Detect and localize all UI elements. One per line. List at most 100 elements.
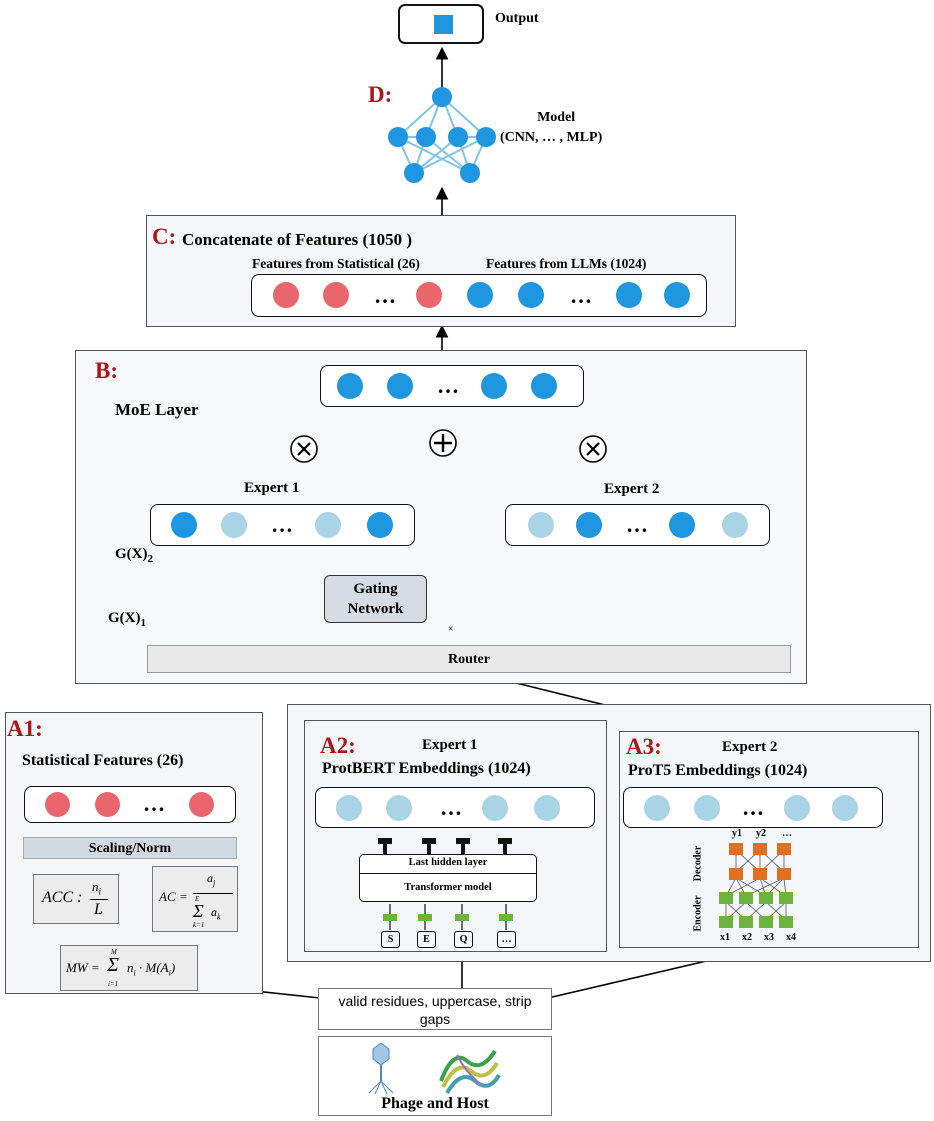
router-gate-multiplier: ×: [448, 624, 454, 635]
x2-label: x2: [742, 932, 752, 943]
feature-dot: [323, 282, 349, 308]
feature-dot: [576, 512, 602, 538]
concatenated-feature-vector: … …: [251, 274, 707, 317]
expert2-vector: …: [505, 504, 770, 546]
feature-dot: [416, 282, 442, 308]
gate-weight-1-text: G(X): [108, 610, 141, 626]
feature-dot: [832, 795, 858, 821]
last-hidden-layer-label: Last hidden layer: [408, 857, 488, 868]
tag-a2: A2:: [320, 733, 356, 758]
concatenate-title: Concatenate of Features (1050 ): [182, 230, 413, 249]
feature-dot: [531, 373, 557, 399]
feature-dot: [664, 282, 690, 308]
scaling-norm-label: Scaling/Norm: [88, 841, 172, 856]
scaling-norm-box: Scaling/Norm: [23, 837, 237, 859]
transformer-model-label: Transformer model: [404, 882, 492, 893]
protbert-embedding-vector: …: [315, 787, 595, 828]
a2-expert-label: Expert 1: [422, 737, 478, 753]
feature-dot: [644, 795, 670, 821]
expert1-vector: …: [150, 504, 415, 546]
feature-dot: [367, 512, 393, 538]
feature-dot: [482, 795, 508, 821]
tag-b: B:: [95, 358, 118, 383]
statistical-features-title: Statistical Features (26): [22, 752, 184, 769]
gate-weight-2-subscript: 2: [147, 553, 154, 565]
gating-line1: Gating: [353, 581, 398, 597]
feature-dot: [189, 792, 214, 817]
encoder-label: Encoder: [692, 895, 704, 932]
y1-label: y1: [732, 828, 742, 839]
y-ellipsis-label: …: [782, 828, 792, 839]
panel-a3-prot5: [619, 731, 919, 948]
moe-layer-label: MoE Layer: [115, 400, 199, 419]
stat-features-label: Features from Statistical (26): [252, 256, 420, 271]
multiply-operator-icon: [290, 435, 318, 463]
formula-ac: AC = aj E Σ ak k=1: [152, 866, 238, 932]
ellipsis: …: [440, 795, 462, 820]
expert2-label: Expert 2: [604, 481, 660, 497]
feature-dot: [481, 373, 507, 399]
expert1-label: Expert 1: [244, 480, 300, 496]
feature-dot: [337, 373, 363, 399]
output-label: Output: [495, 11, 539, 26]
token-e: E: [417, 931, 436, 948]
input-box: Phage and Host: [318, 1036, 552, 1116]
feature-dot: [784, 795, 810, 821]
feature-dot: [518, 282, 544, 308]
x4-label: x4: [786, 932, 796, 943]
token-q: Q: [454, 931, 473, 948]
feature-dot: [95, 792, 120, 817]
y2-label: y2: [756, 828, 766, 839]
input-embedding-blocks-icon: [383, 904, 513, 930]
feature-dot: [386, 795, 412, 821]
x3-label: x3: [764, 932, 774, 943]
feature-dot: [467, 282, 493, 308]
ellipsis: …: [374, 283, 396, 308]
gate-weight-2-text: G(X): [115, 546, 148, 562]
ellipsis: …: [271, 512, 293, 537]
token-s: S: [381, 931, 400, 948]
gate-weight-1-label: G(X)1: [108, 610, 146, 629]
neural-network-icon: [388, 87, 496, 183]
transformer-model-box: Last hidden layer Transformer model: [359, 854, 537, 902]
tag-a3: A3:: [626, 734, 662, 759]
tag-c: C:: [152, 224, 177, 249]
decoder-label: Decoder: [692, 845, 704, 882]
formula-acc: ACC : ni L: [33, 874, 119, 924]
multiply-operator-icon: [579, 435, 607, 463]
preprocessing-line1: valid residues, uppercase, strip: [338, 993, 532, 1009]
moe-output-vector: …: [320, 365, 584, 407]
protein-structure-icon: [439, 1049, 501, 1095]
ellipsis: …: [742, 795, 764, 820]
feature-dot: [387, 373, 413, 399]
panel-a2-protbert: [304, 720, 607, 952]
ellipsis: …: [143, 791, 165, 816]
ellipsis: …: [626, 512, 648, 537]
preprocessing-line2: gaps: [419, 1011, 451, 1027]
tag-a1: A1:: [7, 716, 43, 741]
feature-dot: [669, 512, 695, 538]
gating-network-box: Gating Network: [324, 575, 427, 623]
feature-dot: [45, 792, 70, 817]
sum-operator-icon: [429, 429, 457, 457]
a3-expert-label: Expert 2: [722, 739, 778, 755]
output-square: [434, 15, 453, 34]
preprocessing-box: valid residues, uppercase, strip gaps: [318, 988, 552, 1030]
router-label: Router: [448, 652, 490, 667]
feature-dot: [616, 282, 642, 308]
prot5-embedding-vector: …: [623, 787, 883, 828]
encoder-decoder-icon: [719, 843, 793, 928]
protbert-embeddings-title: ProtBERT Embeddings (1024): [322, 760, 531, 777]
feature-dot: [273, 282, 299, 308]
tag-d: D:: [368, 82, 393, 107]
token-ellipsis: …: [497, 931, 516, 948]
llm-features-label: Features from LLMs (1024): [486, 256, 647, 271]
x1-label: x1: [720, 932, 730, 943]
transformer-output-tokens-icon: [378, 838, 512, 854]
ellipsis: …: [570, 283, 592, 308]
feature-dot: [722, 512, 748, 538]
ellipsis: …: [437, 373, 459, 398]
statistical-feature-vector: …: [24, 786, 236, 823]
router-box: Router: [147, 645, 791, 673]
gate-weight-1-subscript: 1: [140, 617, 147, 629]
